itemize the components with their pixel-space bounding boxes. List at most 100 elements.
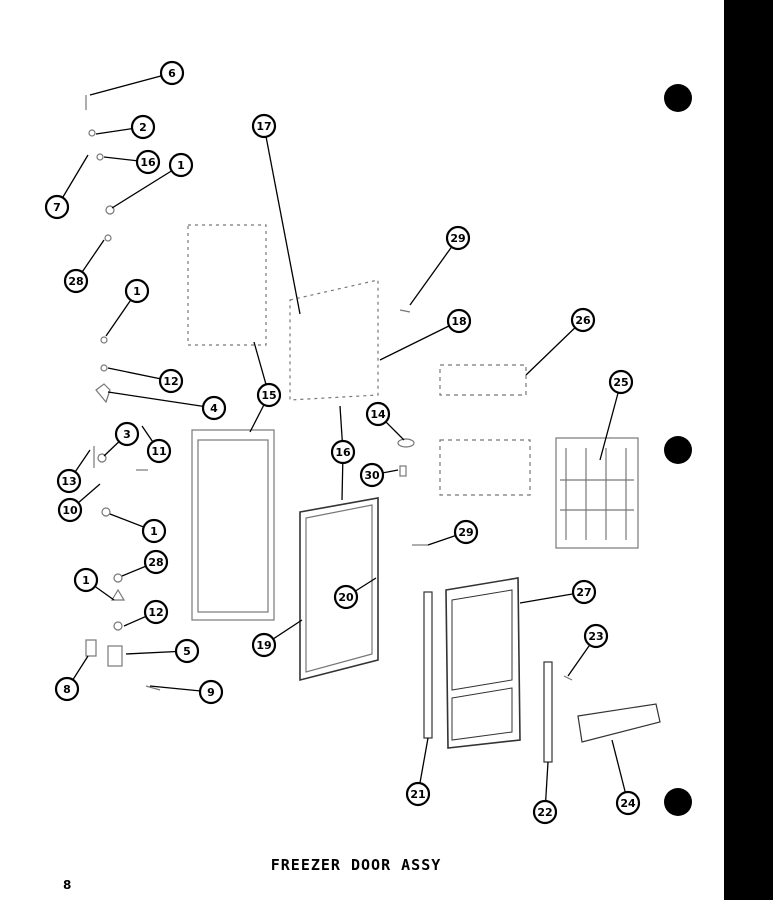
callout-22: 22 — [532, 799, 558, 825]
callout-label: 29 — [450, 232, 465, 245]
callout-14: 14 — [365, 401, 391, 427]
callout-label: 10 — [62, 504, 78, 517]
callout-circle — [333, 584, 359, 610]
callout-label: 11 — [151, 445, 166, 458]
callout-23: 23 — [583, 623, 609, 649]
callout-label: 1 — [150, 525, 158, 538]
callout-label: 1 — [133, 285, 141, 298]
shelf-assembly — [439, 364, 531, 496]
callout-21: 21 — [405, 781, 431, 807]
callout-circle — [615, 790, 641, 816]
callout-label: 13 — [61, 475, 76, 488]
callout-circle — [143, 549, 169, 575]
callout-1: 1 — [141, 518, 167, 544]
callout-24: 24 — [615, 790, 641, 816]
callout-circle — [73, 567, 99, 593]
callout-circle — [571, 579, 597, 605]
callout-15: 15 — [256, 382, 282, 408]
callout-8: 8 — [54, 676, 80, 702]
page-title: FREEZER DOOR ASSY — [270, 856, 442, 874]
callout-label: 9 — [207, 686, 215, 699]
callout-circle — [405, 781, 431, 807]
handle-part — [577, 703, 661, 743]
callout-circle — [56, 468, 82, 494]
callout-circle — [159, 60, 185, 86]
callout-circle — [453, 519, 479, 545]
callout-13: 13 — [56, 468, 82, 494]
callout-circle — [141, 518, 167, 544]
callout-circle — [446, 308, 472, 334]
callout-label: 4 — [210, 402, 218, 415]
callout-circle — [57, 497, 83, 523]
callout-circle — [135, 149, 161, 175]
callout-circle — [359, 462, 385, 488]
door-gasket — [191, 429, 275, 621]
hinge-strip-left — [423, 591, 433, 739]
callout-circle — [251, 632, 277, 658]
callout-circle — [124, 278, 150, 304]
callout-circle — [198, 679, 224, 705]
callout-18: 18 — [446, 308, 472, 334]
callout-4: 4 — [201, 395, 227, 421]
callout-6: 6 — [159, 60, 185, 86]
page-number: 8 — [63, 878, 72, 892]
callout-circle — [256, 382, 282, 408]
callout-label: 12 — [148, 606, 163, 619]
bracket-assembly — [555, 437, 639, 549]
callout-2: 2 — [130, 114, 156, 140]
callout-12: 12 — [158, 368, 184, 394]
callout-29: 29 — [445, 225, 471, 251]
callout-9: 9 — [198, 679, 224, 705]
callout-label: 2 — [139, 121, 147, 134]
callout-19: 19 — [251, 632, 277, 658]
callout-circle — [174, 638, 200, 664]
callout-label: 3 — [123, 428, 131, 441]
callout-circle — [63, 268, 89, 294]
callout-label: 15 — [261, 389, 276, 402]
callout-label: 12 — [163, 375, 178, 388]
callout-label: 28 — [68, 275, 83, 288]
callout-11: 11 — [146, 438, 172, 464]
callout-16: 16 — [330, 439, 356, 465]
hinge-strip-right — [543, 661, 553, 763]
callout-circle — [608, 369, 634, 395]
callout-12: 12 — [143, 599, 169, 625]
callout-17: 17 — [251, 113, 277, 139]
callout-label: 5 — [183, 645, 191, 658]
door-assembly — [445, 577, 521, 749]
callout-circle — [532, 799, 558, 825]
callout-1: 1 — [73, 567, 99, 593]
callout-circle — [330, 439, 356, 465]
part-drawings — [85, 95, 661, 763]
callout-label: 14 — [370, 408, 386, 421]
callout-label: 17 — [256, 120, 271, 133]
callout-label: 16 — [140, 156, 156, 169]
callout-1: 1 — [168, 152, 194, 178]
callout-label: 29 — [458, 526, 473, 539]
door-gasket-inner — [197, 439, 269, 613]
callout-26: 26 — [570, 307, 596, 333]
callout-label: 1 — [177, 159, 185, 172]
callout-label: 19 — [256, 639, 271, 652]
door-panel-liner — [187, 224, 379, 401]
callout-label: 22 — [537, 806, 552, 819]
callout-circle — [130, 114, 156, 140]
callout-27: 27 — [571, 579, 597, 605]
callout-circle — [44, 194, 70, 220]
callout-circle — [158, 368, 184, 394]
binder-hole-bottom — [664, 788, 692, 816]
callout-label: 21 — [410, 788, 425, 801]
callout-label: 8 — [63, 683, 71, 696]
callout-label: 27 — [576, 586, 591, 599]
callout-circle — [365, 401, 391, 427]
callout-label: 6 — [168, 67, 176, 80]
upper-hinge-hardware — [85, 95, 161, 691]
callout-5: 5 — [174, 638, 200, 664]
callout-circle — [146, 438, 172, 464]
callout-label: 30 — [364, 469, 380, 482]
callout-label: 18 — [451, 315, 466, 328]
callout-30: 30 — [359, 462, 385, 488]
callout-circle — [143, 599, 169, 625]
callout-28: 28 — [63, 268, 89, 294]
callout-1: 1 — [124, 278, 150, 304]
